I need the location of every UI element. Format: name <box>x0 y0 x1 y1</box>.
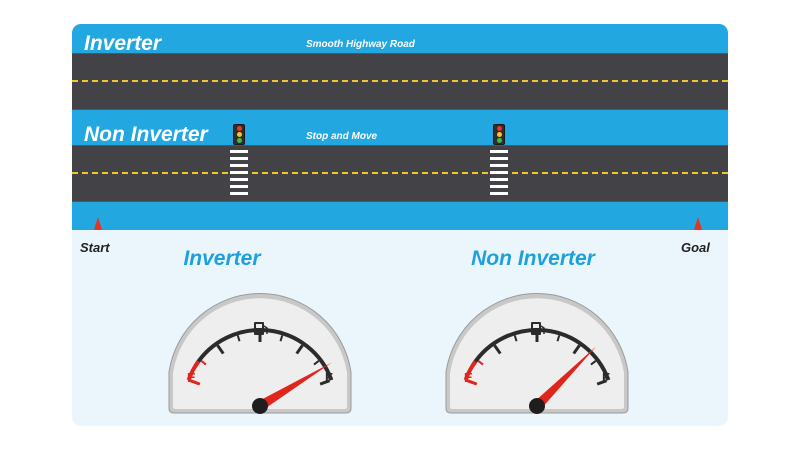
fuel-gauge-inverter: E F <box>168 293 352 414</box>
gauge-tick <box>189 379 201 386</box>
road-inverter <box>72 53 728 110</box>
goal-cone-icon <box>694 217 702 230</box>
start-cone-icon <box>94 217 102 230</box>
gauge-tick <box>556 335 561 342</box>
gauge-tick <box>466 379 478 386</box>
gauge-tick <box>590 360 597 366</box>
gauge-arc <box>470 328 611 381</box>
gauge-tick <box>319 379 331 386</box>
gauge-full-label: F <box>602 370 610 385</box>
lane-caption-inverter: Smooth Highway Road <box>306 39 415 50</box>
gauge-full-label: F <box>325 370 333 385</box>
gauge-title-inverter: Inverter <box>183 247 261 270</box>
gauge-tick <box>572 344 581 355</box>
lane-caption-non-inverter: Stop and Move <box>306 131 378 142</box>
lane-divider <box>72 172 728 174</box>
start-label: Start <box>80 240 110 255</box>
gauge-arc <box>193 328 334 381</box>
gauge-reserve-arc <box>463 360 478 381</box>
gauge-tick <box>493 344 502 355</box>
gauge-tick <box>279 335 284 342</box>
lane-title-non-inverter: Non Inverter <box>84 123 208 146</box>
gauge-reserve-arc <box>186 360 201 381</box>
diagram-panel: Inverter Smooth Highway Road Non Inverte… <box>72 24 728 426</box>
crosswalk <box>230 150 248 199</box>
fuel-pump-icon <box>531 322 545 335</box>
gauge-tick <box>200 360 207 366</box>
lane-divider <box>72 80 728 82</box>
gauge-hub <box>252 398 268 414</box>
traffic-light-icon <box>233 124 245 145</box>
gauge-tick <box>216 344 225 355</box>
gauge-scale <box>186 328 334 386</box>
crosswalk <box>490 150 508 199</box>
gauge-empty-label: E <box>464 370 473 385</box>
fuel-pump-icon <box>254 322 268 335</box>
road-section: Inverter Smooth Highway Road Non Inverte… <box>72 24 728 230</box>
fuel-gauge-non-inverter: E F <box>445 293 629 414</box>
traffic-light-icon <box>493 124 505 145</box>
gauge-empty-label: E <box>187 370 196 385</box>
gauge-tick <box>236 335 241 342</box>
gauge-title-non-inverter: Non Inverter <box>471 247 595 270</box>
gauge-tick <box>596 379 608 386</box>
lane-title-inverter: Inverter <box>84 32 162 55</box>
gauge-hub <box>529 398 545 414</box>
gauge-needle <box>257 362 332 411</box>
gauge-tick <box>295 344 304 355</box>
road-non-inverter <box>72 145 728 202</box>
gauge-tick <box>513 335 518 342</box>
gauge-tick <box>477 360 484 366</box>
gauge-tick <box>313 360 320 366</box>
gauge-needle <box>533 346 597 410</box>
goal-label: Goal <box>681 240 710 255</box>
